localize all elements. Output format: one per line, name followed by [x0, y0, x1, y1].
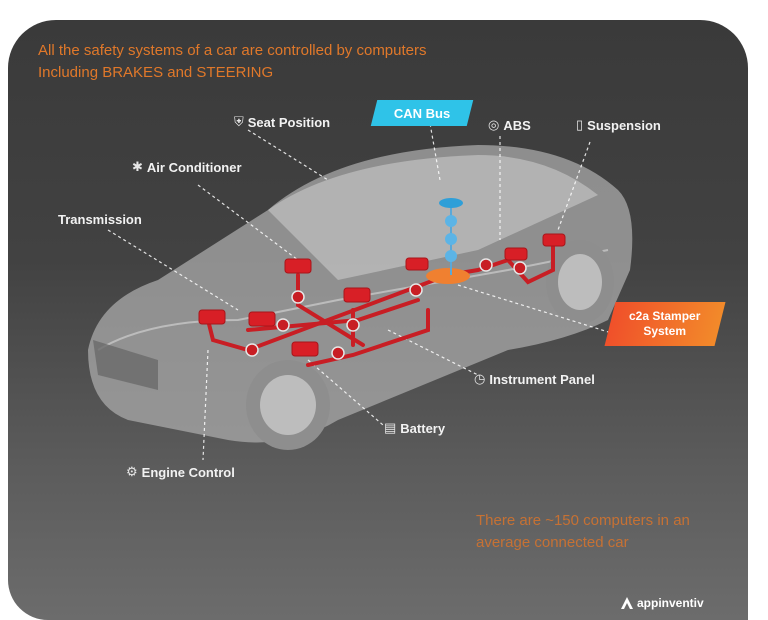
gauge-icon: ◷ — [474, 371, 486, 386]
headline-line2: Including BRAKES and STEERING — [38, 64, 274, 81]
engine-control-text: Engine Control — [141, 464, 235, 480]
computers-note: There are ~150 computers in an average c… — [476, 510, 690, 554]
label-abs: ◎ ABS — [488, 117, 531, 133]
seat-icon: ⛨ — [234, 114, 244, 129]
label-battery: ▤ Battery — [384, 420, 445, 436]
label-instrument-panel: ◷ Instrument Panel — [474, 371, 595, 387]
fan-icon: ✱ — [132, 159, 143, 174]
label-engine-control: ⚙ Engine Control — [126, 464, 235, 480]
can-bus-label: CAN Bus — [393, 105, 451, 121]
seat-position-text: Seat Position — [247, 114, 331, 130]
note-line1: There are ~150 computers in an — [476, 512, 690, 529]
logo-triangle-icon — [621, 597, 633, 609]
abs-text: ABS — [503, 117, 531, 133]
headline-line1: All the safety systems of a car are cont… — [38, 42, 427, 59]
gear-icon: ⚙ — [126, 464, 138, 479]
appinventiv-logo: appinventiv — [620, 596, 704, 610]
c2a-line2: System — [643, 324, 687, 338]
air-conditioner-text: Air Conditioner — [146, 159, 242, 175]
suspension-text: Suspension — [587, 117, 661, 133]
infographic-panel: All the safety systems of a car are cont… — [8, 20, 748, 620]
c2a-stamper-badge: c2a Stamper System — [604, 302, 726, 346]
battery-text: Battery — [400, 420, 446, 436]
logo-text: appinventiv — [637, 596, 704, 610]
label-seat-position: ⛨ Seat Position — [234, 114, 330, 130]
c2a-stamper-label: c2a Stamper System — [629, 309, 700, 339]
battery-icon: ▤ — [384, 420, 397, 435]
label-suspension: ▯ Suspension — [576, 117, 661, 133]
label-transmission: Transmission — [58, 212, 142, 227]
abs-brake-icon: ◎ — [488, 117, 500, 132]
transmission-text: Transmission — [58, 212, 142, 227]
can-bus-badge: CAN Bus — [370, 100, 474, 126]
car-network-illustration — [88, 111, 633, 461]
instrument-panel-text: Instrument Panel — [489, 371, 595, 387]
note-line2: average connected car — [476, 534, 629, 551]
suspension-spring-icon: ▯ — [576, 117, 584, 132]
headline: All the safety systems of a car are cont… — [38, 40, 427, 84]
label-air-conditioner: ✱ Air Conditioner — [132, 159, 242, 175]
c2a-line1: c2a Stamper — [629, 309, 701, 323]
